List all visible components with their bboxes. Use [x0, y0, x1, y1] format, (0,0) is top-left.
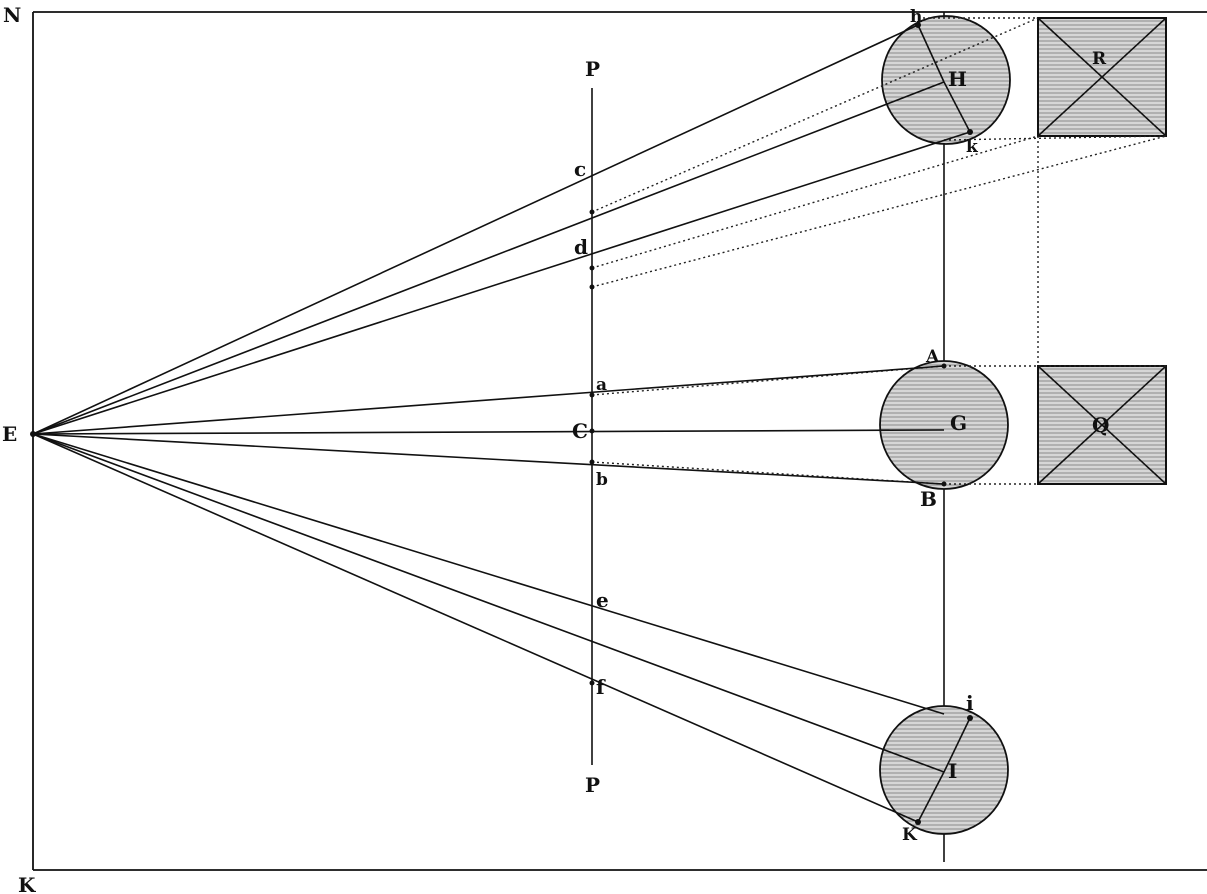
label-h: h: [910, 7, 922, 27]
bottom-sphere-axis-1: [943, 717, 971, 773]
dotted-ray-a: [591, 365, 945, 396]
label-E: E: [2, 422, 17, 446]
label-K-corner: K: [18, 873, 36, 894]
label-R: R: [1092, 49, 1107, 69]
ray-E-i: [32, 433, 945, 715]
point-C: [589, 428, 595, 434]
point-i: [967, 715, 973, 721]
ray-E-K: [32, 433, 919, 823]
ray-E-h: [32, 24, 919, 435]
label-K-lower: K: [902, 825, 918, 845]
label-N: N: [3, 3, 21, 27]
label-I: I: [948, 759, 957, 783]
cube-R-diagonal-2: [1037, 17, 1167, 137]
bottom-sphere-axis-2: [917, 771, 945, 823]
point-b: [589, 459, 595, 465]
dotted-k-edge: [943, 135, 1167, 141]
sphere-middle: [879, 360, 1009, 490]
sphere-top: [881, 15, 1011, 145]
label-A: A: [925, 347, 940, 367]
point-f: [589, 680, 595, 686]
sphere-bottom: [879, 705, 1009, 835]
label-e: e: [596, 588, 609, 612]
label-B: B: [920, 487, 937, 511]
ray-E-H: [32, 81, 945, 435]
dotted-ray-3: [591, 135, 1167, 288]
ray-E-I: [32, 433, 945, 773]
label-a: a: [596, 375, 607, 395]
top-sphere-axis-2: [943, 81, 971, 133]
ray-E-k: [32, 131, 971, 435]
label-i: i: [966, 691, 974, 715]
point-k: [967, 129, 973, 135]
label-G: G: [950, 411, 967, 435]
label-Q: Q: [1092, 413, 1109, 437]
ray-E-A: [32, 365, 945, 435]
dotted-ray-b: [591, 461, 945, 485]
ray-E-B: [32, 433, 945, 485]
top-sphere-axis-1: [917, 24, 945, 83]
label-c: c: [574, 157, 586, 181]
dotted-ray-1: [591, 17, 1039, 213]
point-B: [941, 481, 947, 487]
point-K: [915, 819, 921, 825]
label-H: H: [948, 67, 967, 91]
point-h: [915, 22, 921, 28]
point-E: [30, 431, 36, 437]
label-C: C: [572, 419, 588, 443]
point-ray3: [589, 284, 595, 290]
label-k: k: [966, 137, 979, 157]
ray-E-G: [32, 429, 945, 435]
label-f: f: [596, 675, 606, 699]
label-P-top: P: [585, 57, 600, 81]
label-b: b: [596, 470, 608, 490]
label-d: d: [574, 235, 588, 259]
point-A: [941, 363, 947, 369]
point-a: [589, 392, 595, 398]
label-P-bottom: P: [585, 773, 600, 797]
point-ray2: [589, 265, 595, 271]
point-ray1: [589, 209, 595, 215]
cube-Q-diagonal-2: [1037, 365, 1167, 485]
